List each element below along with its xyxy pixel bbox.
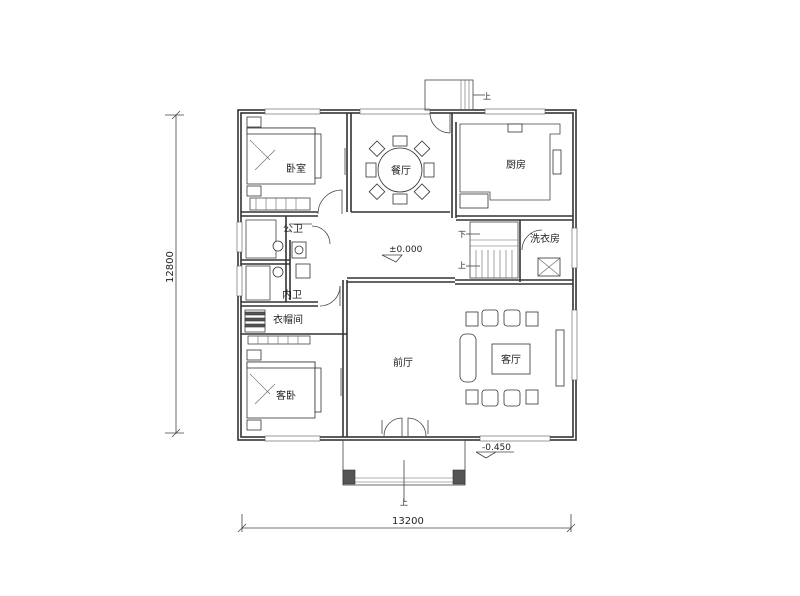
- dimension-height: [165, 110, 184, 438]
- room-label-living: 客厅: [501, 353, 521, 366]
- dining-furniture: [344, 135, 435, 205]
- bedroom-furniture: [246, 116, 343, 215]
- floor-level: ±0.000: [389, 245, 423, 255]
- windows: [236, 108, 578, 442]
- public-bath-furniture: [245, 219, 331, 259]
- stair-mark-up-entry: 上: [400, 498, 408, 507]
- living-furniture: [459, 309, 565, 407]
- front-hall-furniture: [381, 254, 429, 437]
- room-label-guest-bedroom: 客卧: [276, 389, 296, 402]
- kitchen-furniture: [459, 123, 562, 209]
- room-label-laundry: 洗衣房: [530, 232, 560, 245]
- room-label-inner-bath: 内卫: [282, 288, 302, 301]
- dimension-width-label: 13200: [392, 516, 424, 527]
- dimension-width: [237, 514, 576, 533]
- room-label-dining: 餐厅: [391, 164, 411, 177]
- stair-mark-down: 下: [458, 230, 466, 239]
- laundry-furniture: [521, 229, 561, 277]
- room-label-bedroom: 卧室: [286, 162, 306, 175]
- front-porch: [342, 439, 514, 502]
- stairs: [466, 221, 519, 279]
- interior-walls: [241, 113, 573, 437]
- stair-mark-up-top: 上: [483, 92, 491, 101]
- outdoor-level: -0.450: [482, 443, 511, 453]
- room-label-cloakroom: 衣帽间: [273, 313, 303, 326]
- inner-bath-furniture: [245, 263, 341, 307]
- dimension-height-label: 12800: [165, 251, 176, 283]
- stair-mark-up: 上: [458, 261, 466, 270]
- room-label-front-hall: 前厅: [393, 356, 413, 369]
- guest-bedroom-furniture: [246, 349, 342, 431]
- room-label-public-bath: 公卫: [283, 224, 303, 235]
- cloakroom-furniture: [244, 309, 311, 345]
- room-label-kitchen: 厨房: [506, 158, 526, 171]
- rear-entrance: [424, 79, 485, 134]
